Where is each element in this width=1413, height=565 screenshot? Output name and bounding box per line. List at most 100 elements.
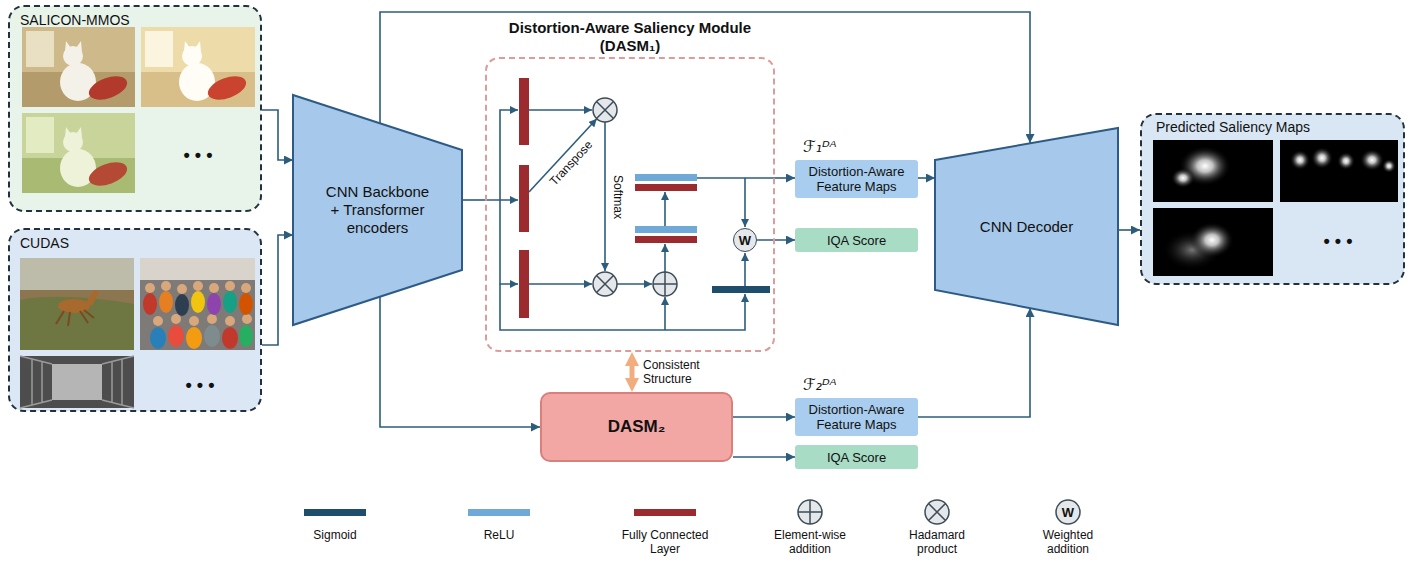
saliency-blob — [1360, 149, 1384, 171]
ellipsis-dots: • • • — [184, 144, 213, 166]
hadamard-symbol — [597, 276, 614, 293]
legend-label: Sigmoid — [313, 528, 356, 542]
encoder-trapezoid: CNN Backbone + Transformer encoders — [293, 95, 462, 325]
wire — [664, 297, 666, 330]
panel-fill — [1141, 114, 1404, 284]
feature-map-box: ℱ₂ᴰᴬDistortion-Aware Feature Maps — [795, 398, 918, 436]
wire — [604, 122, 606, 271]
relu-bar — [635, 174, 697, 181]
photo-person — [186, 327, 202, 349]
hadamard-symbol — [593, 272, 617, 296]
saliency-blob — [1171, 168, 1195, 188]
photo-person — [222, 327, 238, 349]
photo-sky — [140, 258, 255, 280]
photo-thumbnail — [140, 258, 255, 350]
relu-bar — [635, 226, 697, 233]
trapezoid-outline — [293, 95, 462, 325]
panel-fill — [9, 6, 261, 211]
edge-label: Consistent Structure — [643, 358, 718, 386]
photo-grass — [20, 297, 134, 350]
ellipsis-dots: • • • — [186, 374, 215, 396]
wire — [697, 177, 775, 179]
photo-window — [26, 117, 54, 153]
wire — [529, 119, 597, 192]
saliency-map — [1280, 140, 1398, 202]
legend-label: Hadamard product — [891, 528, 983, 556]
photo-wall — [22, 27, 135, 107]
addition-symbol — [653, 272, 677, 296]
block-label: CNN Decoder — [980, 218, 1073, 236]
legend-label: ReLU — [484, 528, 515, 542]
photo-thumbnail — [20, 258, 134, 350]
addition-symbol — [798, 500, 822, 524]
photo-person — [159, 291, 173, 313]
photo-cat — [65, 41, 82, 52]
wire — [500, 284, 745, 330]
box-label: IQA Score — [827, 450, 886, 465]
module-wires — [485, 110, 775, 330]
module-title: Distortion-Aware Saliency Module (DASM₁) — [497, 19, 763, 55]
photo-window — [26, 31, 54, 67]
saliency-blob — [1337, 152, 1355, 170]
photo-person — [150, 327, 166, 349]
saliency-ground — [1153, 208, 1273, 276]
connector-arrow — [775, 177, 795, 179]
dataset-panel: SALICON-MMOS• • • — [8, 5, 262, 212]
wire — [529, 109, 592, 111]
photo-gazelle — [86, 290, 99, 306]
photo-cat — [184, 41, 201, 52]
legend-label: Fully Connected Layer — [619, 528, 711, 556]
connector-arrow — [462, 199, 485, 201]
wire — [500, 110, 518, 200]
trapezoid-outline — [935, 128, 1118, 325]
saliency-blob — [1311, 147, 1333, 169]
box-label: Distortion-Aware Feature Maps — [800, 402, 913, 432]
score-box: IQA Score — [795, 228, 918, 252]
photo-thumbnail — [141, 27, 255, 107]
photo-gazelle — [56, 310, 94, 326]
legend-swatch — [634, 509, 696, 516]
double-arrow — [630, 366, 635, 378]
legend-label: Element-wise addition — [764, 528, 856, 556]
panel-title: CUDAS — [20, 235, 69, 252]
photo-person — [239, 325, 253, 347]
legend-label: Weighted addition — [1022, 528, 1114, 556]
photo-pillow — [86, 158, 130, 190]
saliency-blob — [1382, 159, 1396, 173]
hadamard-symbol — [597, 102, 614, 119]
connector-arrow — [1118, 229, 1140, 231]
weighted-addition-node: W — [733, 228, 757, 252]
saliency-map — [1153, 208, 1273, 276]
photo-interior — [20, 356, 134, 408]
fc-layer-bar — [635, 184, 697, 191]
operator-symbol: W — [739, 233, 751, 248]
dataset-panel: CUDAS • • • — [8, 228, 262, 412]
output-panel: Predicted Saliency Maps• • • — [1140, 113, 1405, 285]
photo-window — [145, 31, 173, 67]
photo-person — [175, 294, 189, 316]
saliency-map — [1153, 140, 1273, 202]
hadamard-symbol — [925, 500, 949, 524]
photo-wall — [22, 113, 135, 193]
legend-symbol-letter: W — [1062, 505, 1074, 520]
connector-arrow — [262, 235, 293, 345]
photo-person — [223, 291, 237, 313]
wire — [529, 283, 592, 285]
photo-pillow — [205, 72, 249, 104]
hadamard-symbol — [929, 504, 946, 521]
wire — [664, 244, 666, 272]
score-box: IQA Score — [795, 445, 918, 469]
connector-arrow — [380, 297, 540, 427]
photo-person — [168, 325, 184, 347]
connector-arrow — [733, 416, 795, 418]
photo-wall — [141, 27, 255, 107]
connector-arrow — [733, 456, 795, 458]
legend-swatch — [468, 509, 530, 516]
photo-thumbnail — [20, 356, 134, 408]
operation-label: Softmax — [611, 175, 625, 219]
photo-person — [207, 293, 221, 315]
